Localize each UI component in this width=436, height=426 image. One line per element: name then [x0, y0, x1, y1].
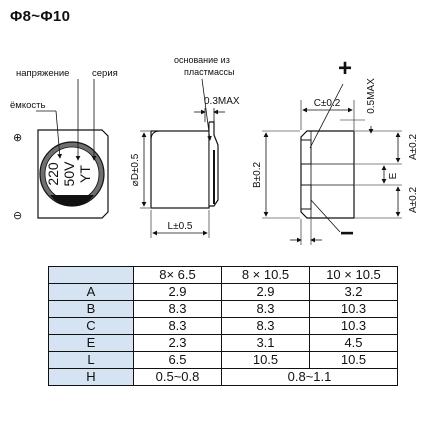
- dimensions-table: 8× 6.5 8 × 10.5 10 × 10.5 A 2.9 2.9 3.2 …: [48, 266, 398, 386]
- negative-stripe: [50, 195, 94, 207]
- base-label-line1: основание из: [174, 55, 230, 65]
- dim-e: E: [388, 172, 399, 179]
- row-header: B: [48, 300, 134, 318]
- bottom-view: C±0.2 B±0.2 0.5MAX A±0.2 A±0.2 E + −: [252, 55, 419, 247]
- plus-symbol: ⊕: [13, 132, 22, 144]
- column-header: 10 × 10.5: [309, 266, 398, 284]
- bottom-view-base: [300, 130, 355, 219]
- table-cell: 4.5: [309, 334, 398, 352]
- table-cell: 10.3: [309, 300, 398, 318]
- top-view: 220 50V YT ⊕ ⊖ напряжение серия ёмкость: [10, 68, 118, 222]
- table-cell: 2.3: [133, 334, 222, 352]
- column-header: 8× 6.5: [133, 266, 222, 284]
- dim-c: C±0.2: [314, 98, 341, 109]
- marking-capacitance: 220: [45, 162, 61, 186]
- terminal-plus: [300, 139, 312, 165]
- dim-a-top: A±0.2: [408, 134, 419, 160]
- table-row: H 0.5~0.8 0.8~1.1: [48, 368, 398, 386]
- dim-a-bottom: A±0.2: [408, 187, 419, 213]
- marking-series: YT: [77, 165, 93, 183]
- table-cell: 10.3: [309, 317, 398, 335]
- table-header-row: 8× 6.5 8 × 10.5 10 × 10.5: [48, 266, 398, 284]
- table-cell: 3.1: [221, 334, 310, 352]
- marking-voltage: 50V: [61, 161, 77, 187]
- voltage-label: напряжение: [16, 68, 69, 79]
- dim-05max: 0.5MAX: [366, 78, 377, 114]
- table-cell: 10.5: [221, 351, 310, 369]
- table-row: A 2.9 2.9 3.2: [48, 283, 398, 301]
- dim-03max: 0.3MAX: [204, 96, 240, 107]
- row-header: A: [48, 283, 134, 301]
- series-label: серия: [92, 68, 118, 79]
- table-row: C 8.3 8.3 10.3: [48, 317, 398, 335]
- capacitor-drawing: 220 50V YT ⊕ ⊖ напряжение серия ёмкость …: [10, 55, 419, 247]
- dim-b: B±0.2: [252, 162, 263, 188]
- dim-l: L±0.5: [168, 221, 193, 232]
- table-cell-merged: 0.8~1.1: [221, 368, 398, 386]
- minus-big-symbol: −: [340, 220, 354, 247]
- table-row: E 2.3 3.1 4.5: [48, 334, 398, 352]
- row-header: C: [48, 317, 134, 335]
- table-cell: 8.3: [221, 300, 310, 318]
- dim-d: ⌀D±0.5: [130, 153, 141, 186]
- table-row: L 6.5 10.5 10.5: [48, 351, 398, 369]
- row-header: H: [48, 368, 134, 386]
- page-title: Φ8~Φ10: [10, 8, 71, 25]
- table-cell: 2.9: [221, 283, 310, 301]
- table-corner-cell: [48, 266, 134, 284]
- table-cell: 6.5: [133, 351, 222, 369]
- side-view-can: [150, 130, 210, 209]
- row-header: L: [48, 351, 134, 369]
- table-cell: 3.2: [309, 283, 398, 301]
- base-label-line2: пластмассы: [184, 67, 234, 77]
- column-header: 8 × 10.5: [221, 266, 310, 284]
- row-header: E: [48, 334, 134, 352]
- table-cell: 0.5~0.8: [133, 368, 222, 386]
- minus-symbol: ⊖: [13, 210, 22, 222]
- table-row: B 8.3 8.3 10.3: [48, 300, 398, 318]
- table-cell: 8.3: [133, 317, 222, 335]
- table-cell: 10.5: [309, 351, 398, 369]
- side-view: 0.3MAX основание из пластмассы ⌀D±0.5 L±…: [130, 55, 240, 238]
- terminal-minus: [300, 184, 312, 210]
- capacity-label: ёмкость: [10, 100, 45, 111]
- plus-big-symbol: +: [338, 55, 352, 82]
- table-cell: 8.3: [221, 317, 310, 335]
- table-cell: 8.3: [133, 300, 222, 318]
- table-cell: 2.9: [133, 283, 222, 301]
